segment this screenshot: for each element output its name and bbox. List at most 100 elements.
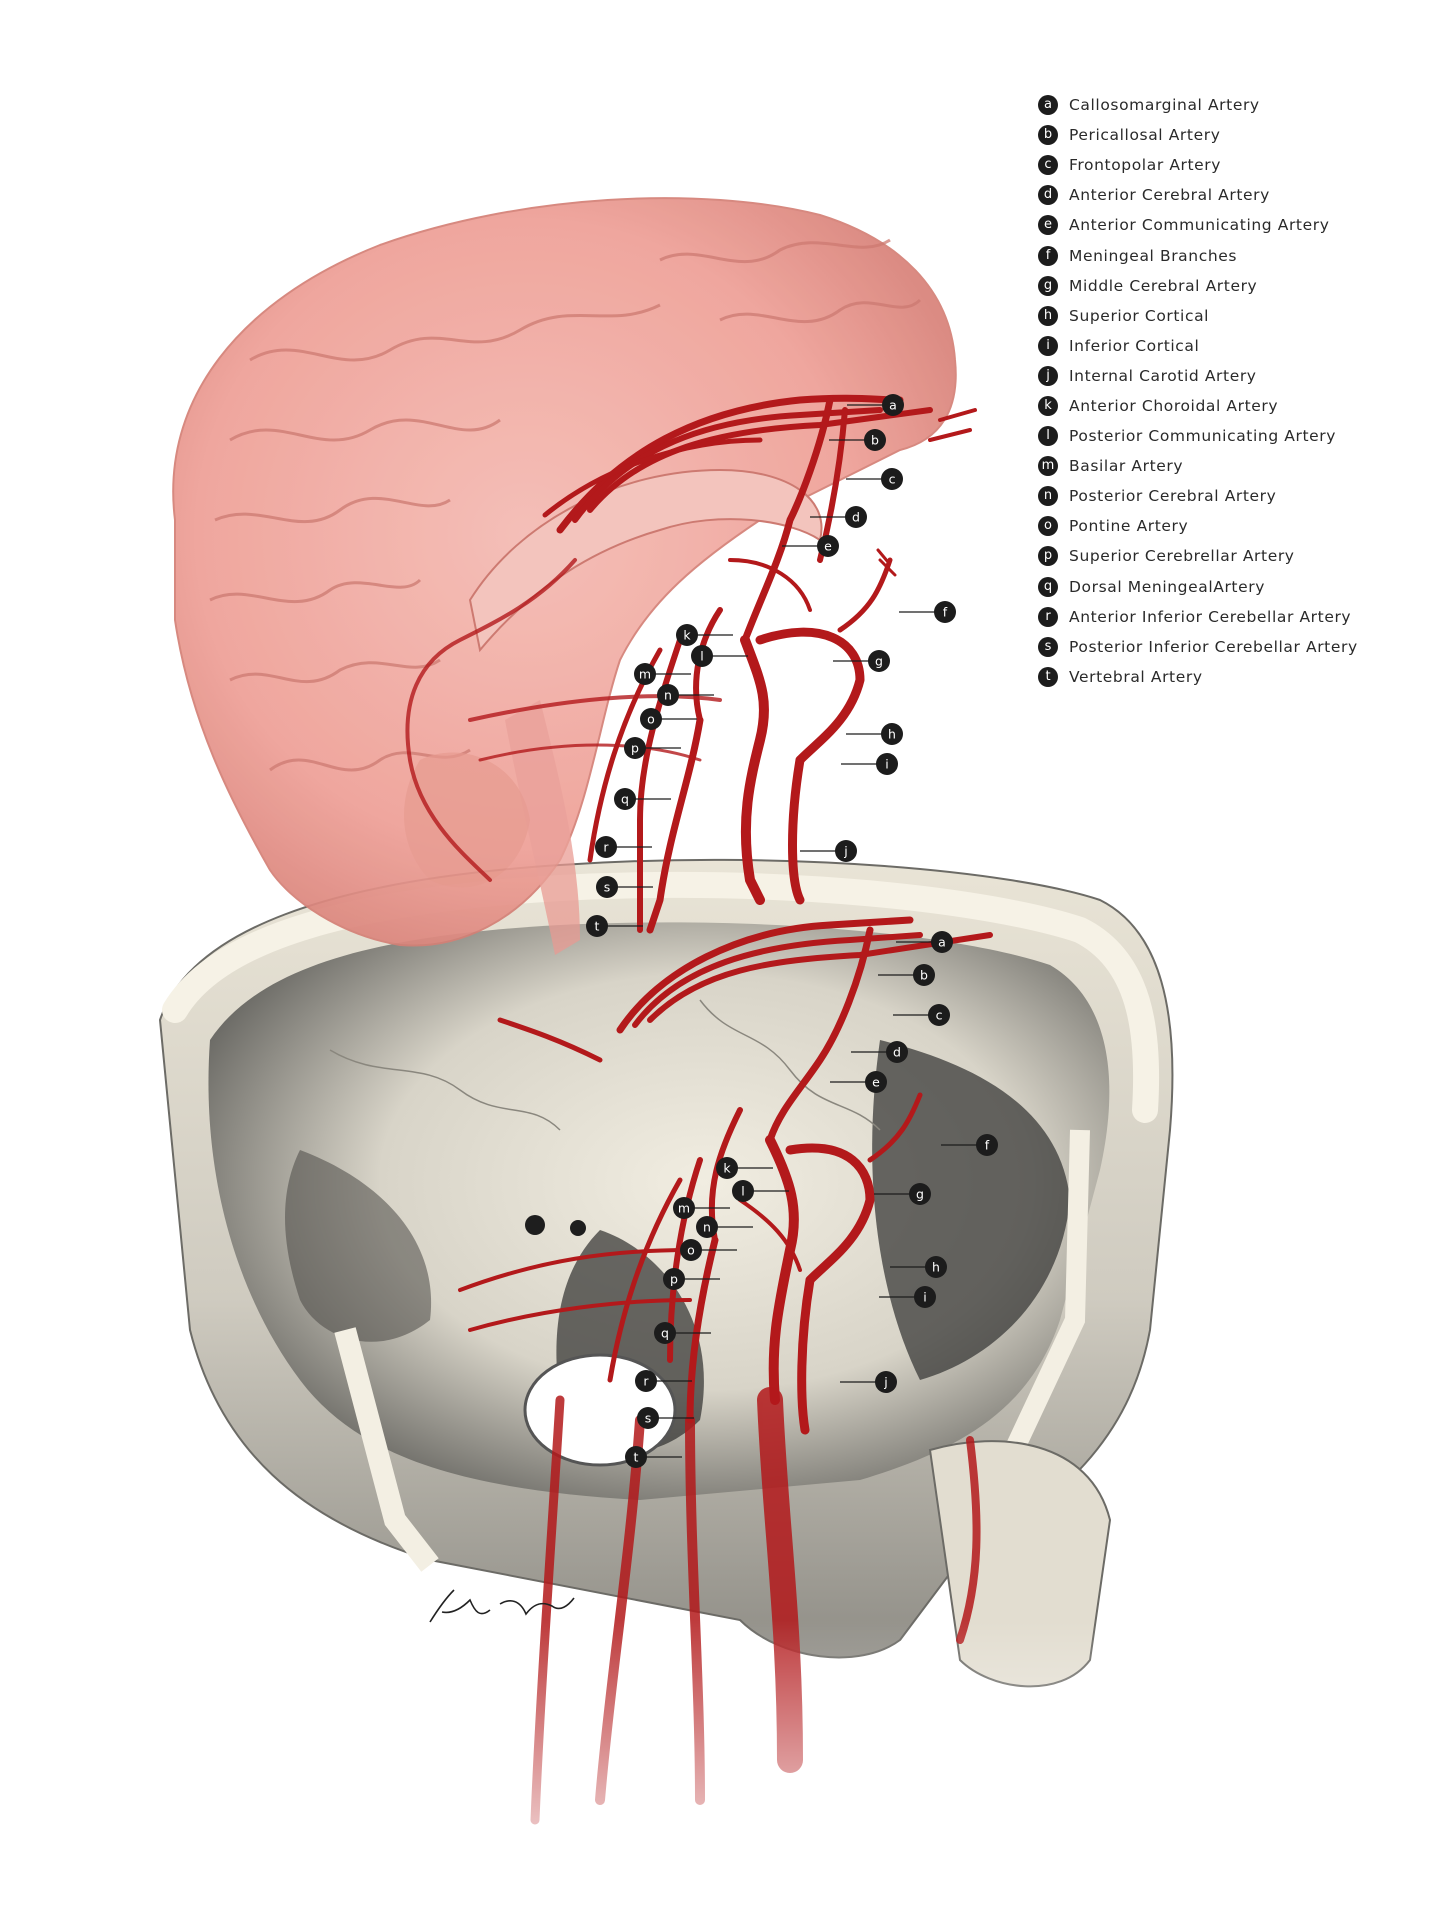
callout-marker-letter: r xyxy=(643,1374,649,1389)
callout-lower-h: h xyxy=(890,1256,947,1278)
callout-marker-letter: s xyxy=(645,1411,652,1426)
callout-marker-dot xyxy=(875,1371,897,1393)
callout-marker-letter: j xyxy=(843,844,847,859)
legend-label: Anterior Inferior Cerebellar Artery xyxy=(1069,607,1352,626)
callout-marker-dot xyxy=(624,737,646,759)
callout-marker-dot xyxy=(925,1256,947,1278)
callout-marker-letter: g xyxy=(916,1187,924,1202)
callout-lower-j: j xyxy=(840,1371,897,1393)
legend-item: k Anterior Choroidal Artery xyxy=(1038,391,1418,421)
callout-marker-dot xyxy=(976,1134,998,1156)
callout-marker-dot xyxy=(637,1407,659,1429)
callout-marker-letter: f xyxy=(985,1138,990,1153)
callout-upper-h: h xyxy=(846,723,903,745)
callout-marker-letter: l xyxy=(741,1184,744,1199)
legend-key-marker: o xyxy=(1038,516,1058,537)
callout-marker-letter: o xyxy=(647,712,655,727)
legend-label: Anterior Communicating Artery xyxy=(1069,216,1330,235)
legend-label: Anterior Choroidal Artery xyxy=(1069,396,1279,415)
callout-marker-dot xyxy=(625,1446,647,1468)
legend-key-marker: h xyxy=(1038,305,1058,326)
skull-base xyxy=(158,858,1174,1688)
legend-label: Dorsal MeningealArtery xyxy=(1069,577,1265,596)
callout-upper-s: s xyxy=(596,876,653,898)
legend-label: Callosomarginal Artery xyxy=(1069,96,1260,115)
callout-marker-dot xyxy=(680,1239,702,1261)
callout-lower-k: k xyxy=(716,1157,773,1179)
callout-marker-dot xyxy=(586,915,608,937)
callout-marker-letter: r xyxy=(603,840,609,855)
callout-marker-dot xyxy=(691,645,713,667)
callout-lower-a: a xyxy=(896,931,953,953)
callout-marker-dot xyxy=(817,535,839,557)
legend-item: j Internal Carotid Artery xyxy=(1038,361,1418,391)
callout-marker-dot xyxy=(635,1370,657,1392)
callout-marker-letter: f xyxy=(943,605,948,620)
callout-marker-dot xyxy=(868,650,890,672)
callout-upper-o: o xyxy=(640,708,697,730)
artery-tree-lower xyxy=(458,916,993,1435)
callout-lower-b: b xyxy=(878,964,935,986)
callout-upper-p: p xyxy=(624,737,681,759)
callout-marker-letter: e xyxy=(824,539,832,554)
artery-tree-upper xyxy=(405,394,977,934)
callout-marker-dot xyxy=(914,1286,936,1308)
legend-item: n Posterior Cerebral Artery xyxy=(1038,481,1418,511)
legend-key-marker: e xyxy=(1038,215,1058,236)
bottom-fade xyxy=(0,1620,1439,1920)
callout-lower-n: n xyxy=(696,1216,753,1238)
callout-upper-b: b xyxy=(829,429,886,451)
legend-key-marker: j xyxy=(1038,365,1058,386)
callout-marker-dot xyxy=(835,840,857,862)
callout-upper-m: m xyxy=(634,663,691,685)
callout-marker-dot xyxy=(864,429,886,451)
legend-label: Internal Carotid Artery xyxy=(1069,366,1257,385)
callout-marker-letter: k xyxy=(683,628,691,643)
callout-lower-s: s xyxy=(637,1407,694,1429)
callout-marker-dot xyxy=(732,1180,754,1202)
callout-marker-letter: i xyxy=(923,1290,926,1305)
callout-marker-letter: p xyxy=(631,741,639,756)
callout-marker-letter: c xyxy=(889,472,896,487)
callout-marker-letter: l xyxy=(700,649,703,664)
callout-marker-letter: q xyxy=(621,792,629,807)
callout-marker-letter: q xyxy=(661,1326,669,1341)
legend-key-marker: r xyxy=(1038,606,1058,627)
callout-lower-r: r xyxy=(635,1370,692,1392)
callout-marker-letter: d xyxy=(852,510,860,525)
legend-key-marker: n xyxy=(1038,486,1058,507)
legend-key-marker: k xyxy=(1038,395,1058,416)
callout-marker-letter: d xyxy=(893,1045,901,1060)
callout-marker-dot xyxy=(640,708,662,730)
legend-label: Vertebral Artery xyxy=(1069,667,1203,686)
callout-marker-dot xyxy=(881,723,903,745)
callout-marker-letter: k xyxy=(723,1161,731,1176)
legend-label: Posterior Cerebral Artery xyxy=(1069,487,1277,506)
callout-lower-d: d xyxy=(851,1041,908,1063)
callout-lower-p: p xyxy=(663,1268,720,1290)
legend-label: Pontine Artery xyxy=(1069,517,1189,536)
callout-marker-letter: e xyxy=(872,1075,880,1090)
callout-upper-f: f xyxy=(899,601,956,623)
callout-marker-letter: a xyxy=(889,398,897,413)
callout-upper-q: q xyxy=(614,788,671,810)
legend-label: Basilar Artery xyxy=(1069,457,1184,476)
callout-lower-f: f xyxy=(941,1134,998,1156)
callout-marker-dot xyxy=(663,1268,685,1290)
legend-key-marker: b xyxy=(1038,125,1058,146)
callout-marker-letter: g xyxy=(875,654,883,669)
callout-marker-letter: i xyxy=(885,757,888,772)
callout-marker-dot xyxy=(614,788,636,810)
legend-key-marker: d xyxy=(1038,185,1058,206)
